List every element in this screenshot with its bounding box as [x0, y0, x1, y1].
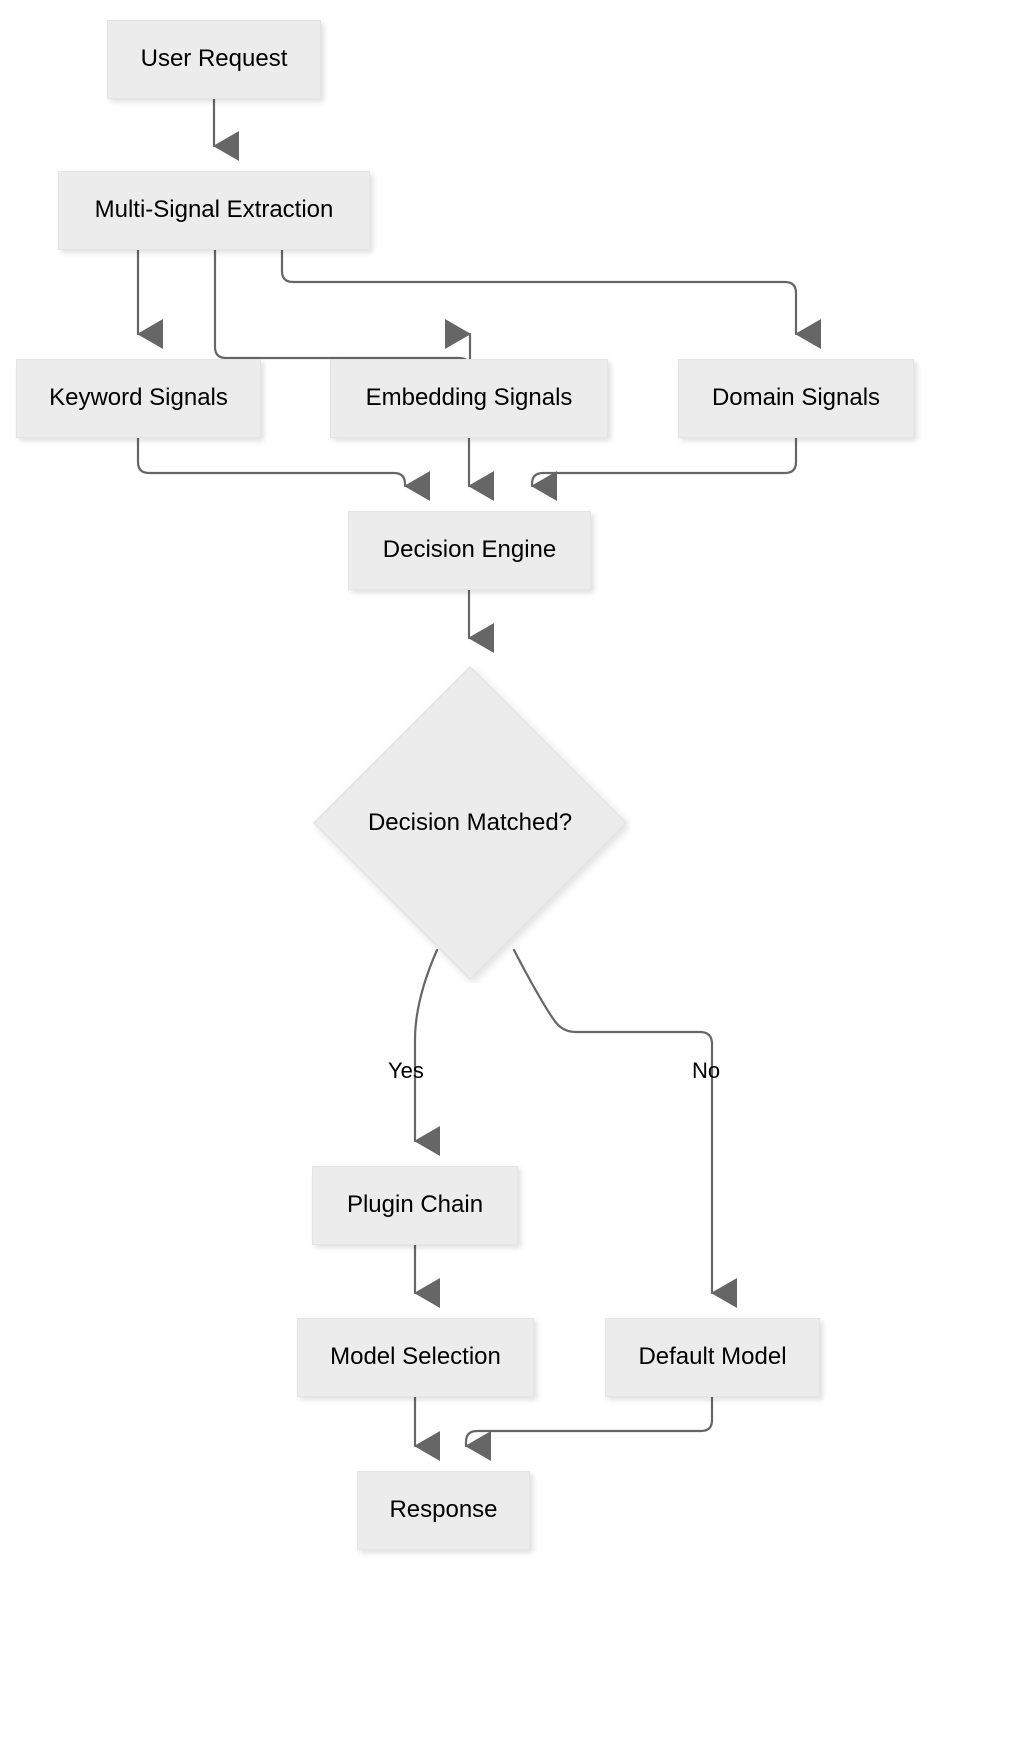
node-decision-matched-label: Decision Matched?	[367, 809, 573, 836]
edge-keyword-to-decision-engine	[136, 436, 430, 501]
edge-label-yes: Yes	[388, 1058, 424, 1083]
node-response[interactable]: Response	[357, 1471, 530, 1550]
node-decision-engine[interactable]: Decision Engine	[348, 511, 591, 590]
node-domain-signals[interactable]: Domain Signals	[678, 359, 914, 438]
edge-multi-signal-to-domain	[280, 248, 821, 349]
node-plugin-chain-label: Plugin Chain	[346, 1191, 484, 1219]
edge-default-model-to-response	[464, 1395, 714, 1461]
node-model-selection[interactable]: Model Selection	[297, 1318, 534, 1397]
node-default-model[interactable]: Default Model	[605, 1318, 820, 1397]
edge-decision-match-to-default-model	[512, 948, 737, 1308]
node-user-request-label: User Request	[140, 45, 288, 73]
node-decision-engine-label: Decision Engine	[382, 536, 557, 564]
node-keyword-signals-label: Keyword Signals	[49, 384, 228, 412]
diamond-shape-icon	[312, 665, 628, 981]
node-keyword-signals[interactable]: Keyword Signals	[16, 359, 261, 438]
node-response-label: Response	[389, 1496, 498, 1524]
node-multi-signal-extraction[interactable]: Multi-Signal Extraction	[58, 171, 370, 250]
node-model-selection-label: Model Selection	[330, 1343, 501, 1371]
node-multi-signal-extraction-label: Multi-Signal Extraction	[94, 196, 334, 224]
node-user-request[interactable]: User Request	[107, 20, 321, 99]
node-domain-signals-label: Domain Signals	[711, 384, 881, 412]
node-embedding-signals-label: Embedding Signals	[365, 384, 573, 412]
node-default-model-label: Default Model	[638, 1343, 787, 1371]
node-embedding-signals[interactable]: Embedding Signals	[330, 359, 608, 438]
node-decision-matched[interactable]: Decision Matched?	[310, 663, 630, 983]
edge-multi-signal-to-embedding	[213, 248, 472, 371]
edge-domain-to-decision-engine	[530, 436, 798, 501]
node-plugin-chain[interactable]: Plugin Chain	[312, 1166, 518, 1245]
edge-label-no: No	[692, 1058, 721, 1083]
